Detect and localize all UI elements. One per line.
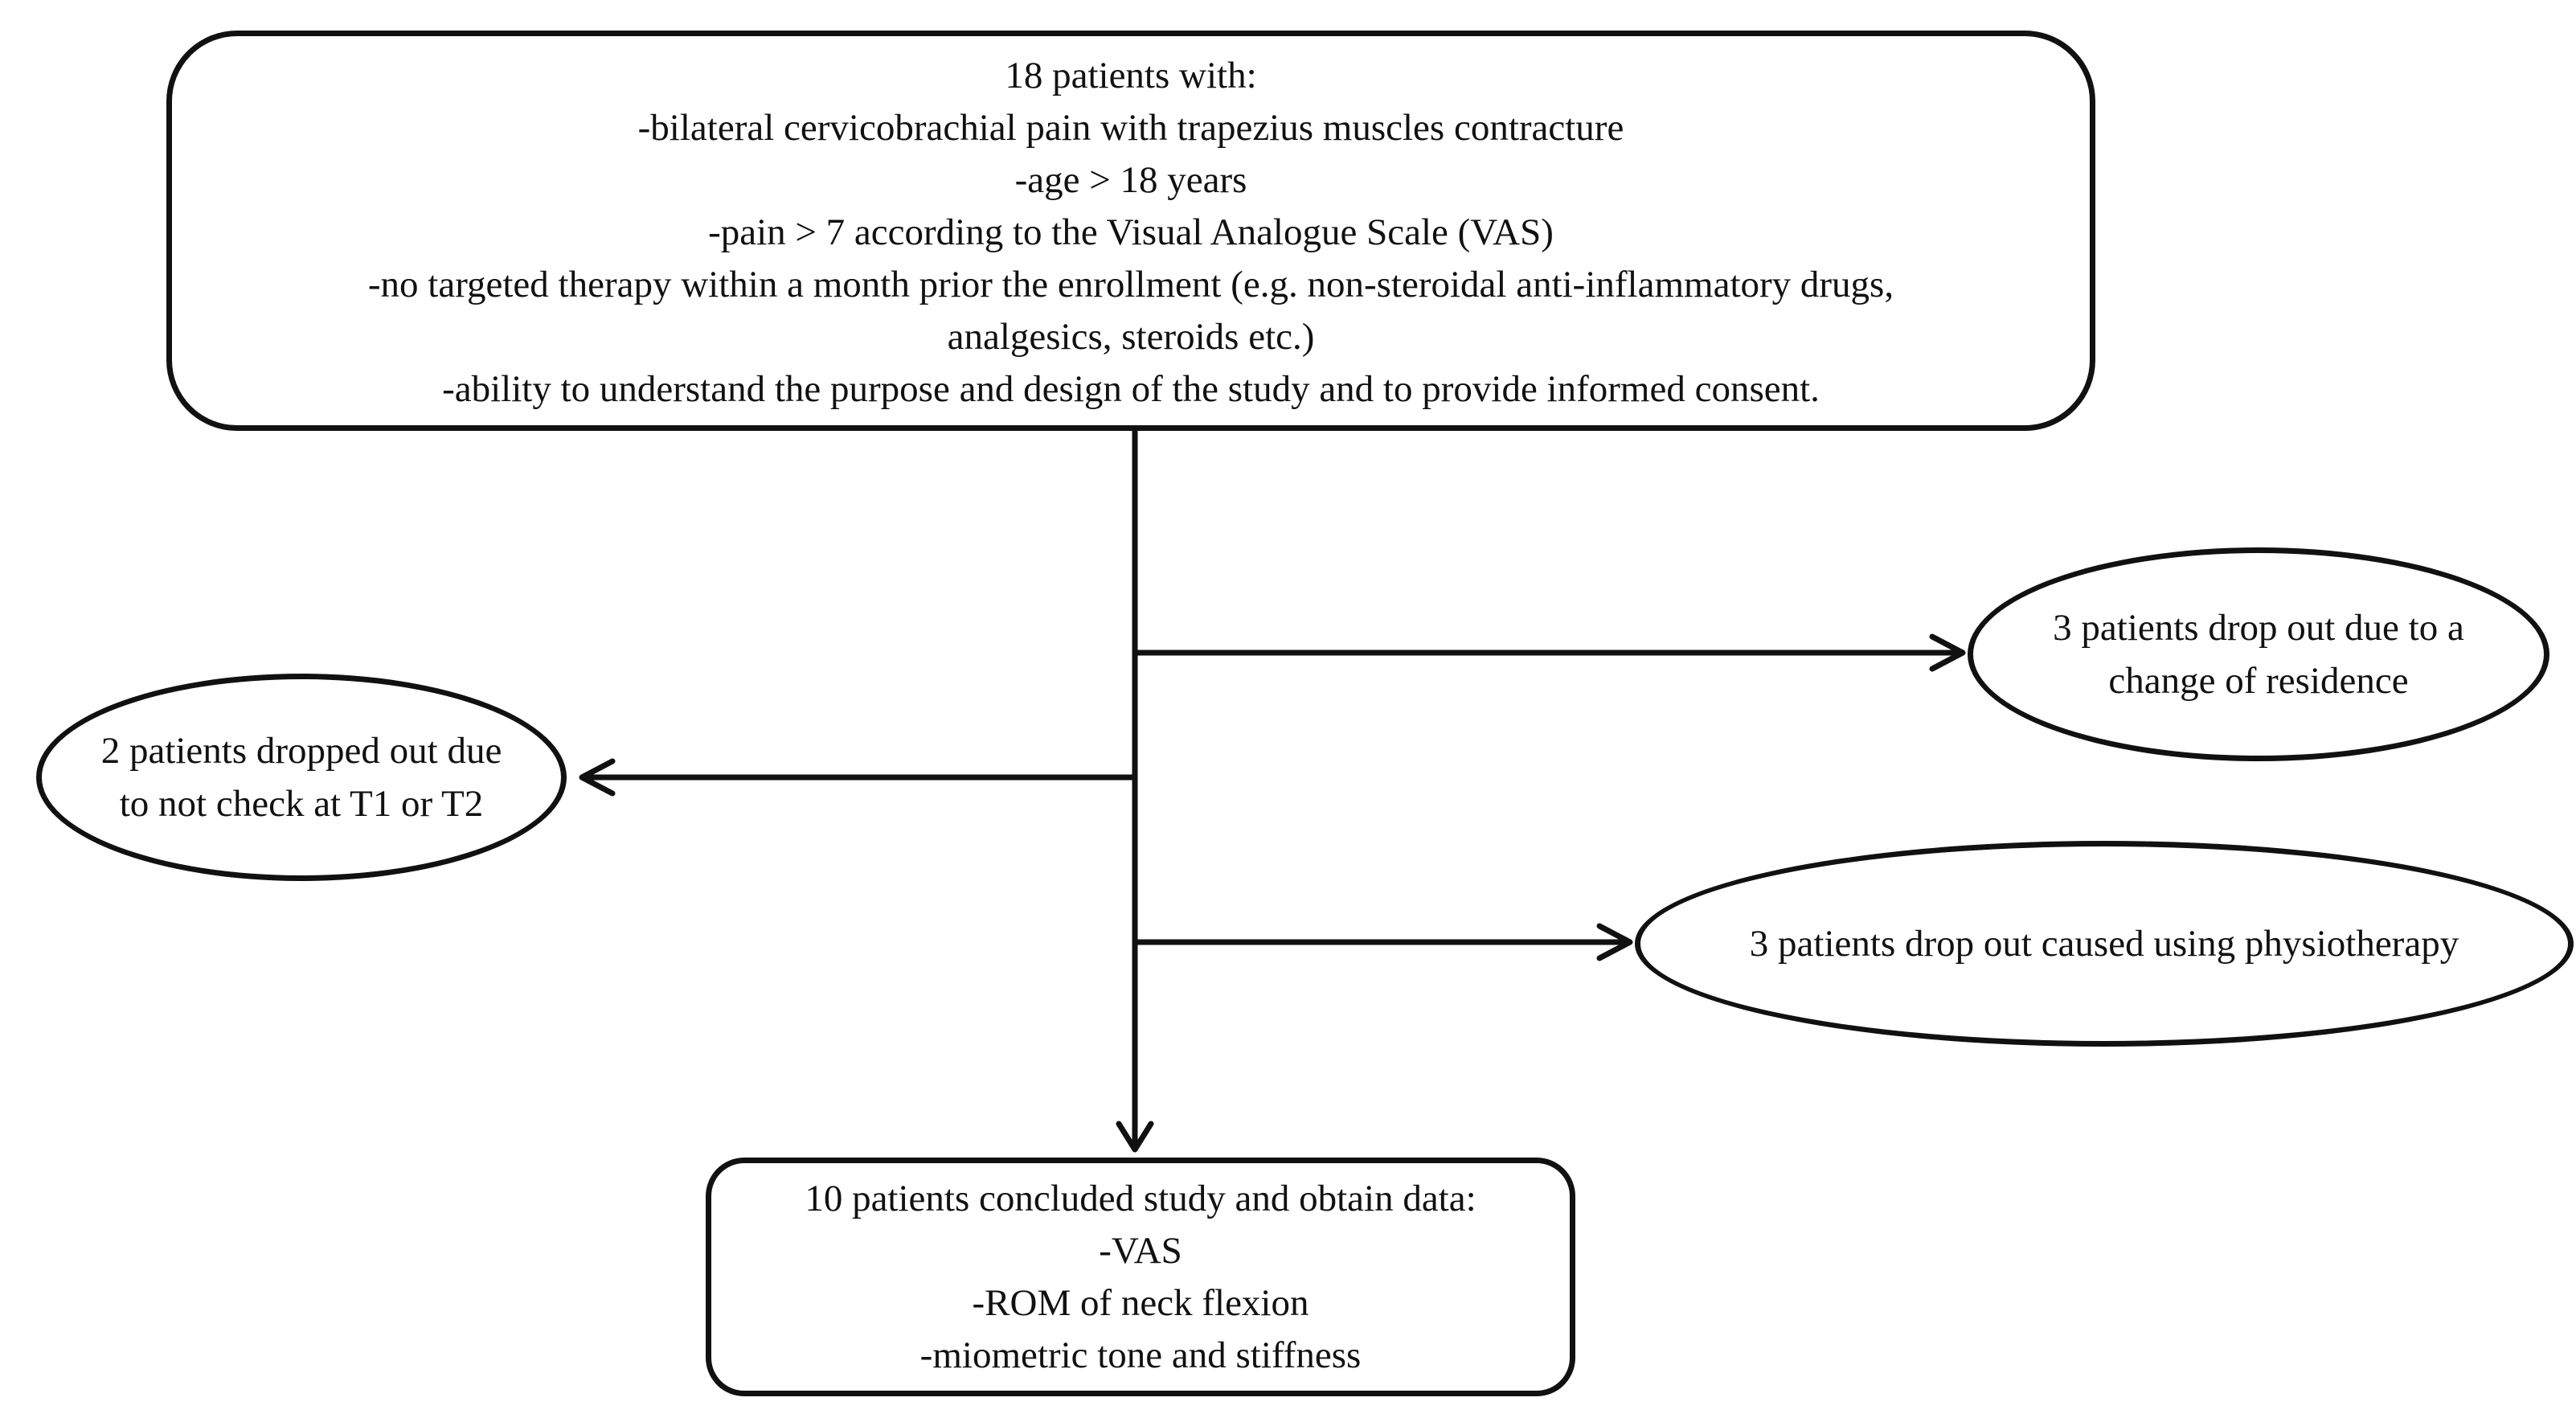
concluded-line: 10 patients concluded study and obtain d… xyxy=(805,1177,1476,1219)
enrollment-line: -pain > 7 according to the Visual Analog… xyxy=(708,211,1554,253)
dropout-no-check-line: 2 patients dropped out due xyxy=(100,730,502,772)
enrollment-line: -ability to understand the purpose and d… xyxy=(442,367,1820,410)
branch-arrowhead-physiotherapy xyxy=(1596,923,1633,961)
dropout-residence-ellipse: 3 patients drop out due to a change of r… xyxy=(1968,547,2549,761)
branch-arrowhead-no-check xyxy=(579,758,616,797)
enrollment-line: analgesics, steroids etc.) xyxy=(947,315,1315,358)
main-arrowhead xyxy=(1116,1121,1154,1153)
branch-arrowhead-residence xyxy=(1929,633,1966,672)
enrollment-criteria-box: 18 patients with: -bilateral cervicobrac… xyxy=(166,31,2095,431)
enrollment-line: -no targeted therapy within a month prio… xyxy=(367,263,1894,305)
dropout-physiotherapy-line: 3 patients drop out caused using physiot… xyxy=(1749,923,2459,965)
dropout-residence-line: change of residence xyxy=(2108,660,2409,702)
dropout-residence-line: 3 patients drop out due to a xyxy=(2053,607,2464,649)
concluded-line: -ROM of neck flexion xyxy=(972,1281,1309,1324)
enrollment-line: -age > 18 years xyxy=(1014,158,1247,201)
study-concluded-box: 10 patients concluded study and obtain d… xyxy=(706,1158,1575,1396)
dropout-no-check-line: to not check at T1 or T2 xyxy=(119,783,484,825)
dropout-no-check-ellipse: 2 patients dropped out due to not check … xyxy=(36,674,567,881)
concluded-line: -miometric tone and stiffness xyxy=(919,1334,1362,1376)
concluded-line: -VAS xyxy=(1099,1229,1182,1272)
enrollment-line: 18 patients with: xyxy=(1005,54,1257,96)
dropout-physiotherapy-ellipse: 3 patients drop out caused using physiot… xyxy=(1635,841,2574,1047)
enrollment-line: -bilateral cervicobrachial pain with tra… xyxy=(637,106,1624,149)
